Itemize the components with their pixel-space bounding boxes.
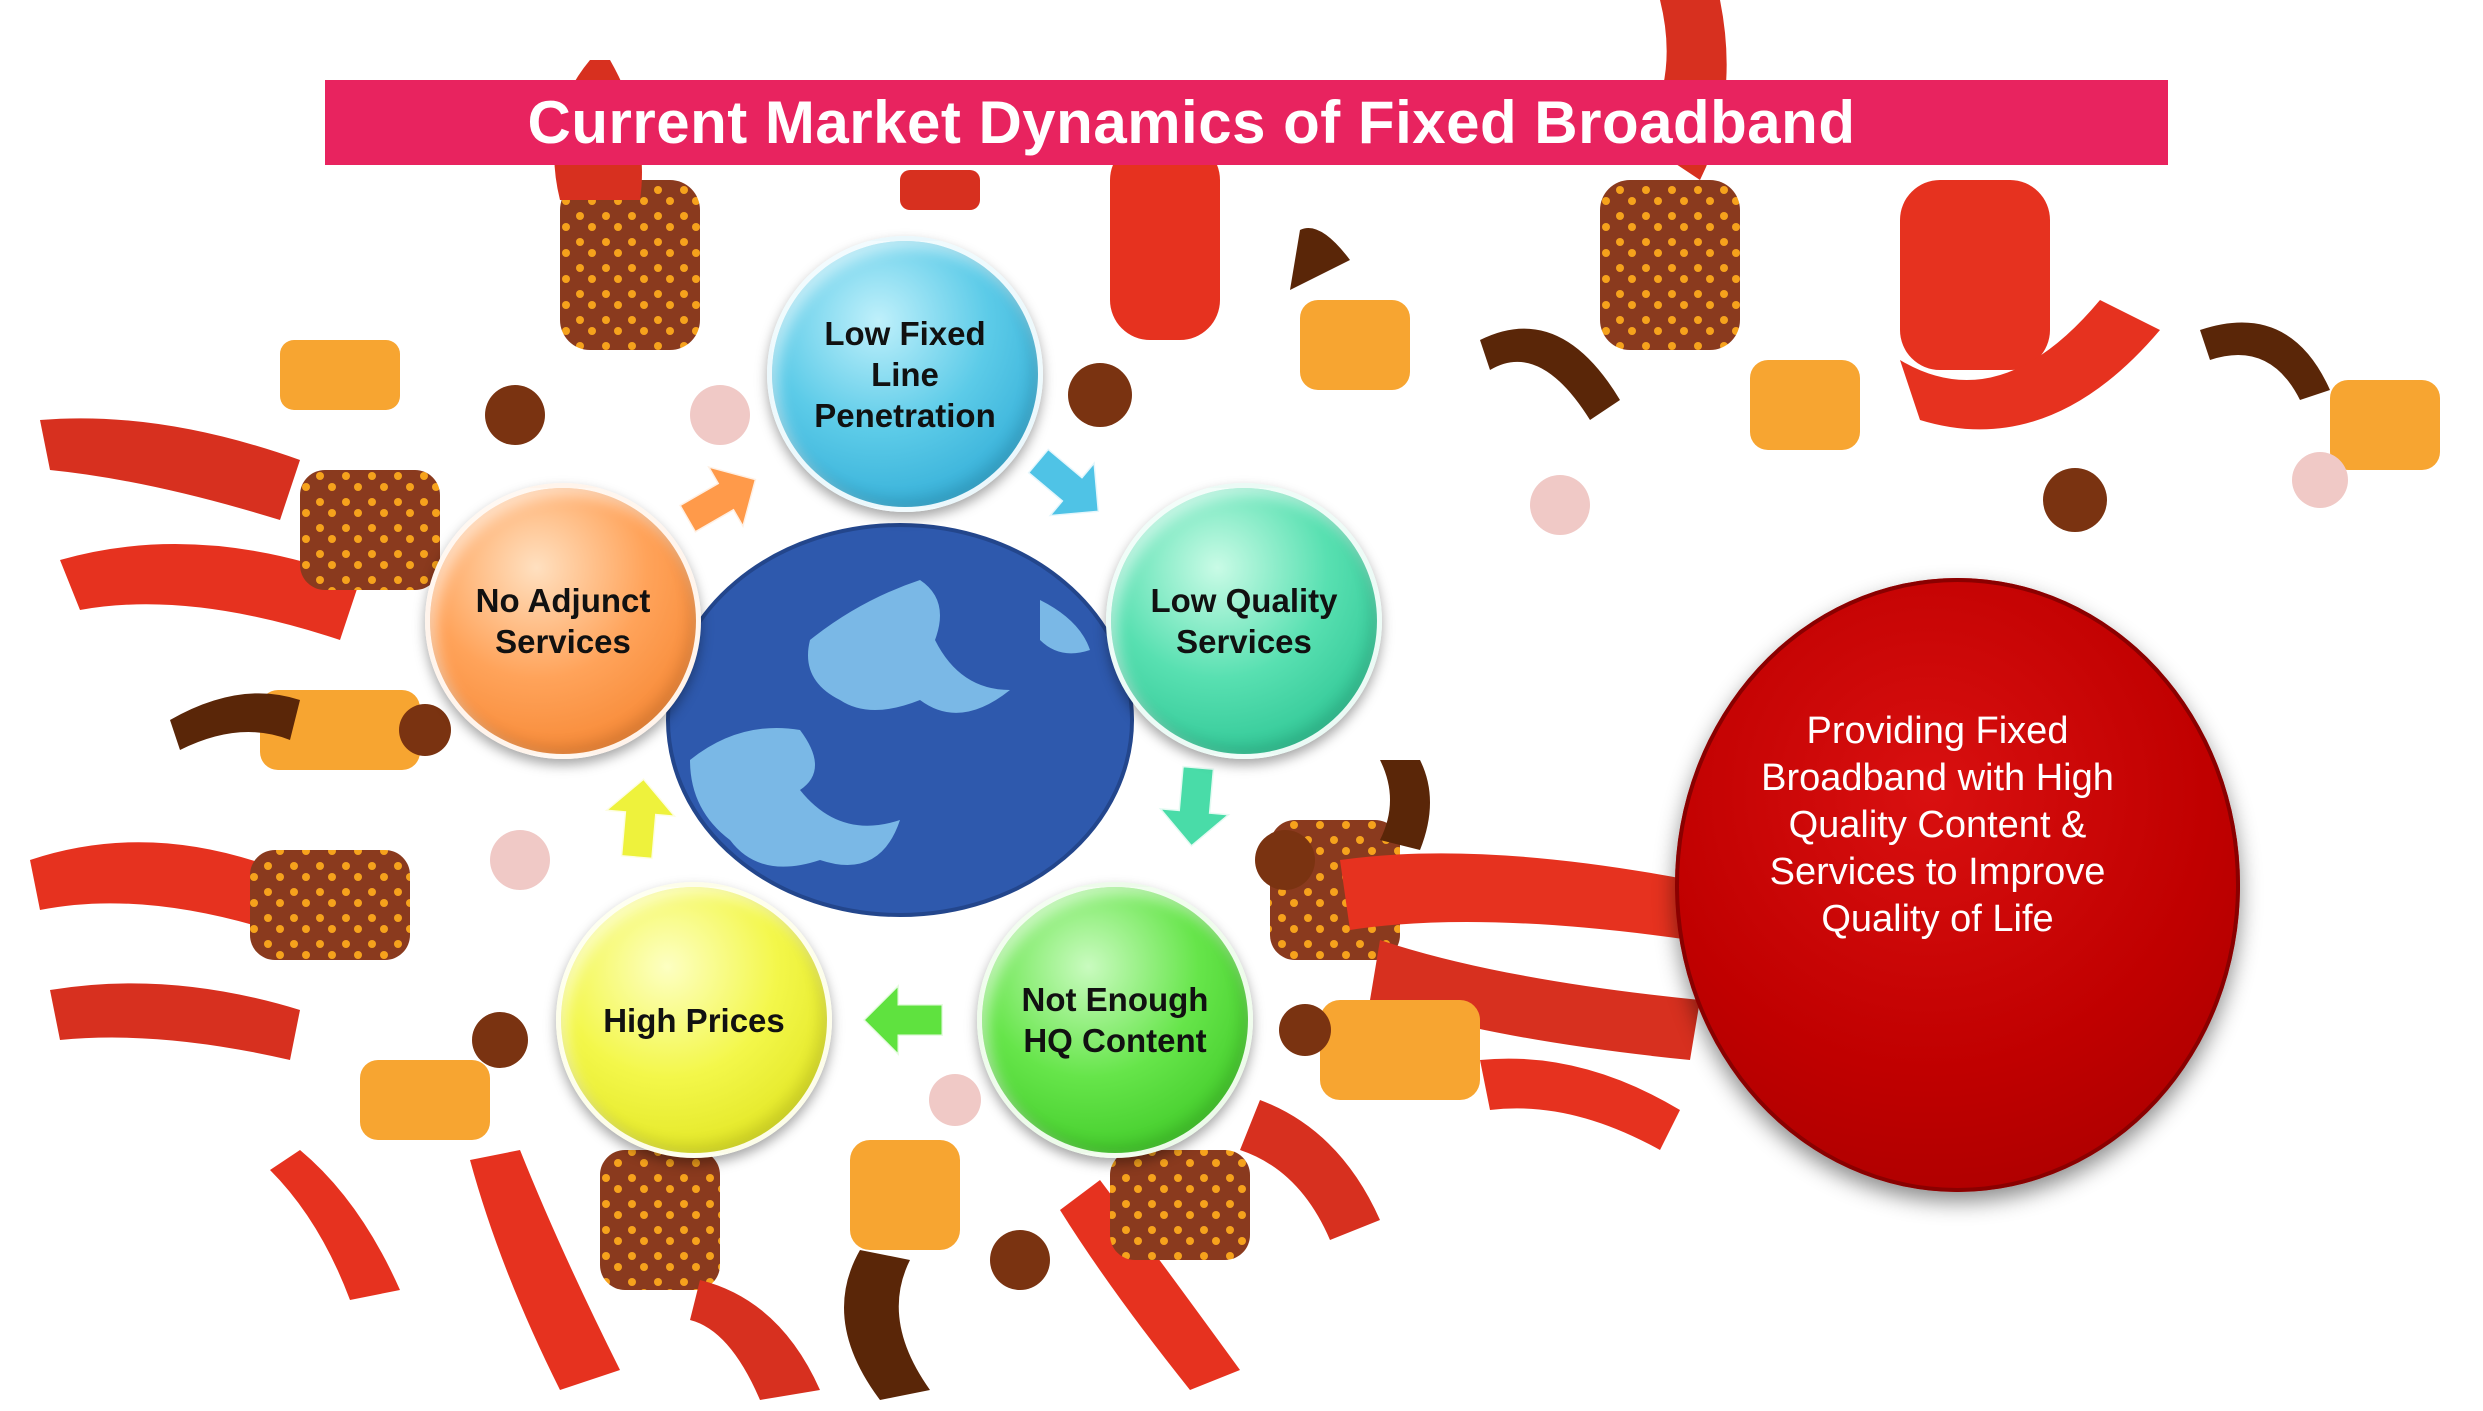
cycle-node-label: Low Fixed Line Penetration — [814, 314, 996, 434]
slide-title: Current Market Dynamics of Fixed Broadba… — [527, 89, 1856, 156]
goal-circle: Providing Fixed Broadband with High Qual… — [1675, 578, 2240, 1192]
cycle-node-label: No Adjunct Services — [475, 582, 651, 660]
cycle-node-not-enough-hq-content: Not Enough HQ Content — [977, 882, 1253, 1158]
figures-bottom-row — [470, 1074, 1380, 1400]
figures-left-side — [30, 340, 750, 1300]
goal-text: Providing Fixed Broadband with High Qual… — [1761, 709, 2114, 940]
figures-right-middle — [1255, 760, 1700, 1150]
cycle-node-label: Not Enough HQ Content — [1021, 981, 1209, 1059]
cycle-arrow-icon — [1025, 446, 1101, 519]
cycle-node-high-prices: High Prices — [556, 882, 832, 1158]
globe-icon — [666, 523, 1134, 917]
cycle-node-low-fixed-line-penetration: Low Fixed Line Penetration — [767, 236, 1043, 512]
cycle-node-no-adjunct-services: No Adjunct Services — [425, 483, 701, 759]
cycle-arrow-icon — [600, 776, 680, 861]
cycle-node-label: Low Quality Services — [1150, 582, 1338, 660]
cycle-arrow-icon — [860, 980, 945, 1060]
cycle-arrow-icon — [677, 463, 759, 535]
title-banner: Current Market Dynamics of Fixed Broadba… — [325, 80, 2168, 165]
figures-top-row — [554, 0, 2440, 535]
cycle-arrow-icon — [1155, 764, 1235, 849]
cycle-node-label: High Prices — [603, 1001, 785, 1039]
cycle-node-low-quality-services: Low Quality Services — [1106, 483, 1382, 759]
